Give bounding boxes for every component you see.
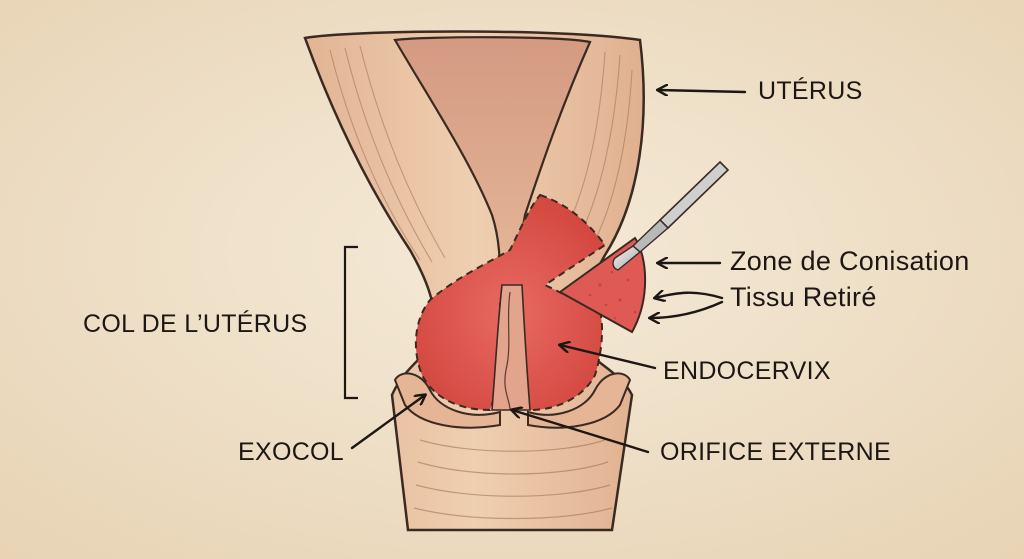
label-uterus: UTÉRUS (758, 77, 863, 105)
label-arrows (350, 90, 747, 454)
exocol-left-lip (393, 372, 501, 429)
label-col-uterus: COL DE L’UTÉRUS (83, 310, 308, 338)
label-endocervix: ENDOCERVIX (663, 357, 831, 385)
removed-tissue-texture (588, 270, 637, 320)
canal-crease (504, 291, 511, 411)
label-tissu-retire: Tissu Retiré (730, 282, 877, 312)
label-exocol: EXOCOL (238, 438, 344, 466)
cervix-bracket (343, 245, 358, 400)
endocervical-canal (491, 284, 531, 411)
vaginal-folds (413, 439, 613, 520)
label-zone-conisation: Zone de Conisation (730, 246, 970, 276)
scalpel-icon (612, 160, 730, 271)
exocol-right-lip (527, 372, 632, 429)
label-orifice-externe: ORIFICE EXTERNE (660, 438, 891, 466)
